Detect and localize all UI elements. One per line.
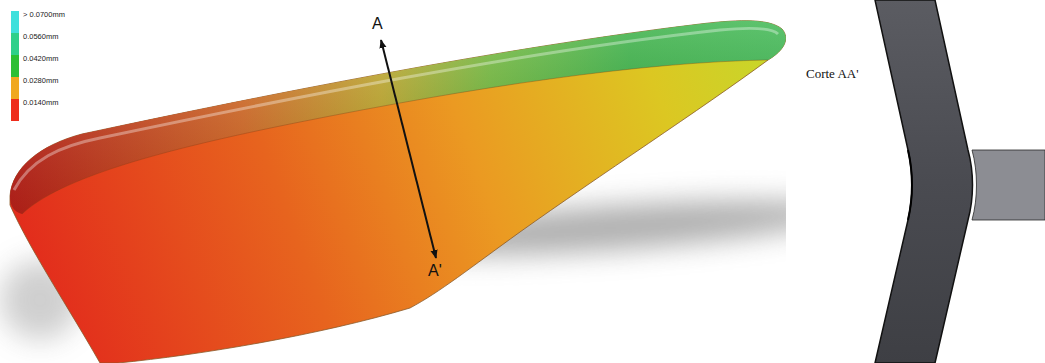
legend-swatch: [11, 11, 19, 33]
section-letter: A: [372, 16, 383, 32]
legend-swatch: [11, 99, 19, 121]
legend-value: > 0.0700mm: [23, 11, 65, 19]
section-face: [972, 150, 1045, 220]
legend-swatch: [11, 77, 19, 99]
section-inner-edge: [908, 150, 912, 220]
section-letter: A': [428, 263, 442, 279]
legend-value: 0.0560mm: [23, 33, 58, 41]
highlight: [14, 28, 778, 190]
section-panel: [786, 0, 1045, 363]
legend-entry: 0.0280mm: [11, 77, 65, 99]
color-legend: > 0.0700mm 0.0560mm 0.0420mm 0.0280mm 0.0140…: [8, 8, 71, 124]
legend-value: 0.0280mm: [23, 77, 58, 85]
leading-edge-shade: [10, 21, 786, 214]
legend-entry: > 0.0700mm: [11, 11, 65, 33]
section-title: Corte AA': [806, 67, 859, 80]
leading-edge-band: [10, 21, 786, 214]
legend-swatch: [11, 33, 19, 55]
section-arrow: [381, 40, 436, 258]
legend-entry: 0.0560mm: [11, 33, 65, 55]
legend-swatch: [11, 55, 19, 77]
legend-entry: 0.0420mm: [11, 55, 65, 77]
edge-line: [22, 60, 768, 214]
legend-entry: 0.0140mm: [11, 99, 65, 121]
legend-value: 0.0140mm: [23, 99, 58, 107]
legend-value: 0.0420mm: [23, 55, 58, 63]
section-profile: [875, 0, 973, 363]
wing-surface: [10, 21, 786, 363]
